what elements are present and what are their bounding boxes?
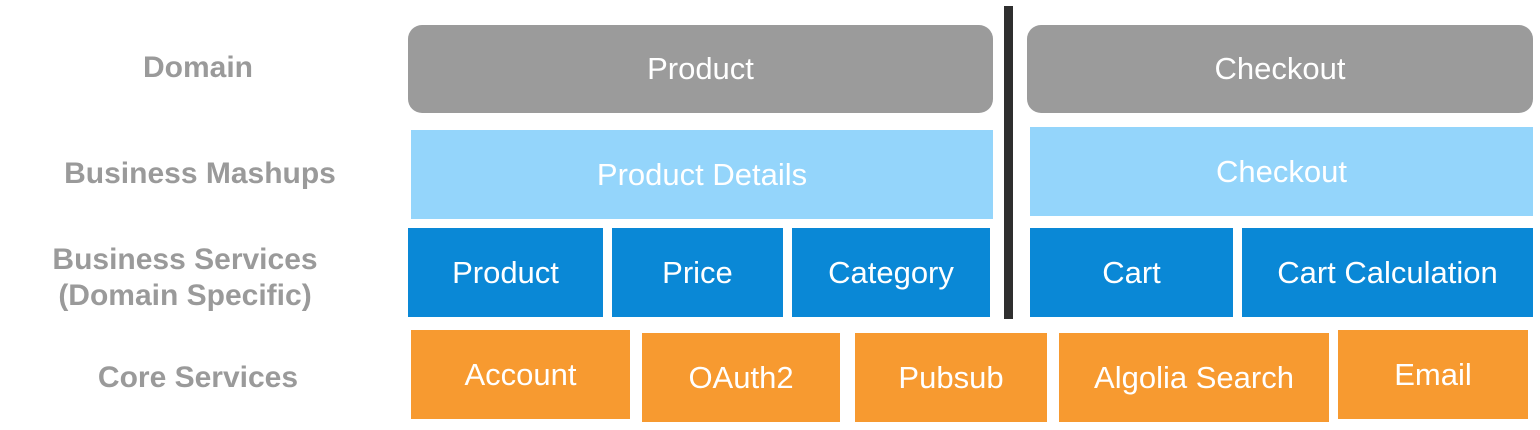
core-box-algolia-search-label: Algolia Search — [1094, 359, 1294, 395]
mashup-box-product-details-label: Product Details — [596, 156, 808, 192]
core-box-email: Email — [1338, 330, 1528, 419]
domain-box-product-label: Product — [647, 51, 754, 86]
mashup-box-product-details: Product Details — [411, 130, 993, 219]
service-box-cart-calculation-label: Cart Calculation — [1277, 254, 1498, 290]
domain-box-product: Product — [408, 25, 993, 113]
domain-box-checkout: Checkout — [1027, 25, 1533, 113]
mashup-box-checkout-label: Checkout — [1216, 153, 1347, 189]
service-box-cart-label: Cart — [1102, 254, 1161, 290]
core-box-oauth2: OAuth2 — [642, 333, 840, 422]
row-label-business-mashups: Business Mashups — [64, 157, 336, 190]
core-box-account: Account — [411, 330, 630, 419]
core-box-oauth2-label: OAuth2 — [688, 359, 794, 395]
row-label-core-services: Core Services — [97, 361, 299, 394]
core-box-pubsub-label: Pubsub — [898, 359, 1004, 395]
service-box-product-label: Product — [452, 254, 559, 290]
service-box-cart-calculation: Cart Calculation — [1242, 228, 1533, 317]
service-box-category: Category — [792, 228, 990, 317]
mashup-box-checkout: Checkout — [1030, 127, 1533, 216]
row-label-business-services-line2: (Domain Specific) — [58, 279, 312, 312]
service-box-category-label: Category — [828, 254, 954, 290]
core-box-pubsub: Pubsub — [855, 333, 1047, 422]
service-box-cart: Cart — [1030, 228, 1233, 317]
row-label-business-services: Business Services (Domain Specific) — [20, 242, 350, 314]
domain-divider — [1004, 6, 1013, 319]
core-box-algolia-search: Algolia Search — [1059, 333, 1329, 422]
row-label-business-services-line1: Business Services — [52, 243, 318, 276]
row-label-domain: Domain — [142, 51, 253, 84]
service-box-product: Product — [408, 228, 603, 317]
core-box-account-label: Account — [464, 356, 577, 392]
domain-box-checkout-label: Checkout — [1214, 51, 1346, 86]
core-box-email-label: Email — [1394, 356, 1472, 392]
service-box-price: Price — [612, 228, 783, 317]
service-box-price-label: Price — [662, 254, 733, 290]
